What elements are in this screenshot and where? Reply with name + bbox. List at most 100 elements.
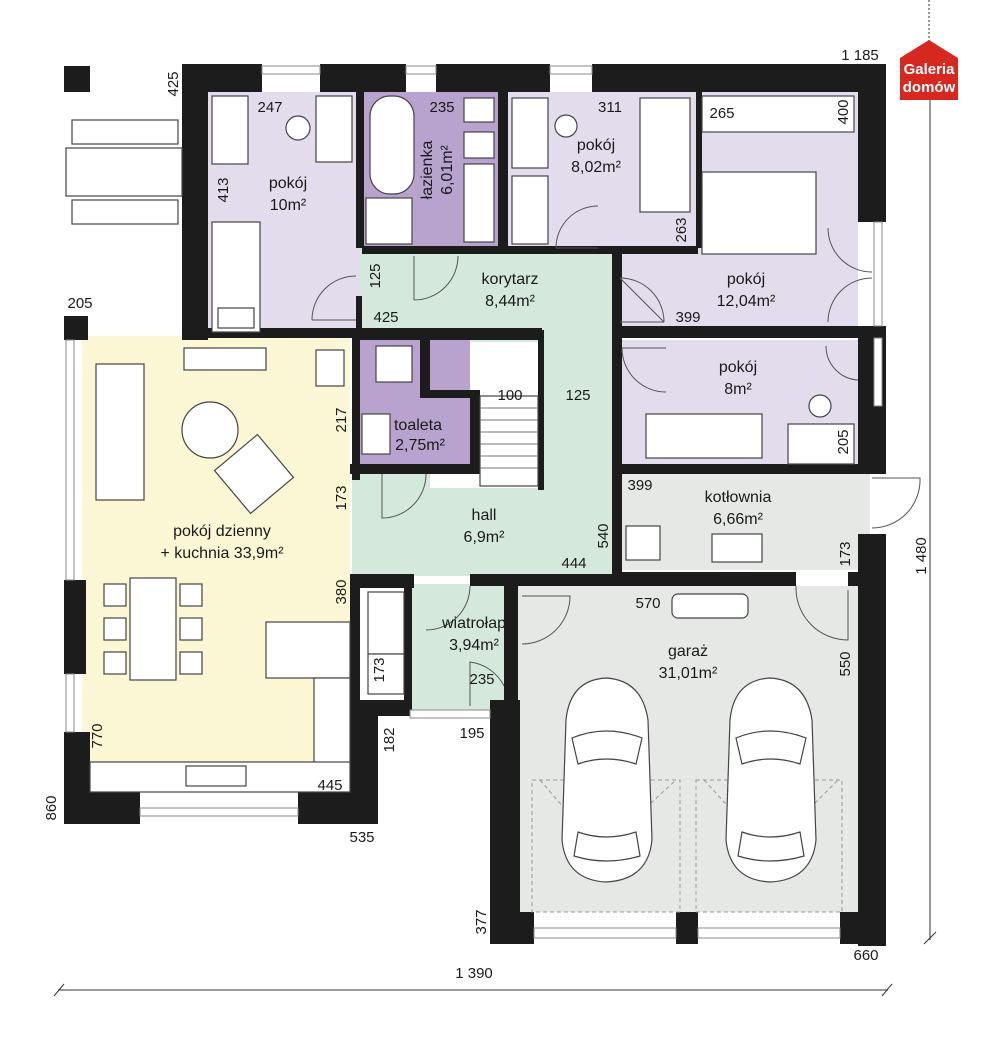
bed-bed1-pillow <box>217 307 255 329</box>
dim-217: 217 <box>333 407 350 432</box>
wall-top-2 <box>320 64 406 92</box>
wall-corr-right <box>612 248 622 332</box>
label-hall-area: 6,9m² <box>464 529 506 546</box>
window-top-3 <box>549 65 593 75</box>
terrace-bench-top <box>71 119 179 145</box>
car-2 <box>725 677 817 883</box>
label-garaz-area: 31,01m² <box>659 665 718 682</box>
wall-right-upper <box>858 64 886 222</box>
sink-toilet <box>361 413 391 455</box>
dim-399-boiler: 399 <box>627 477 652 494</box>
dining-chair-2 <box>103 617 127 641</box>
door-toilet <box>381 473 427 519</box>
wall-stair-right <box>538 330 544 490</box>
car-2-rear <box>737 831 805 862</box>
label-pokoj-2-name: pokój <box>577 137 615 154</box>
window-right-1 <box>873 221 883 327</box>
dining-chair-5 <box>179 617 203 641</box>
dim-540: 540 <box>595 523 612 548</box>
label-lazienka-area: 6,01m² <box>439 144 456 194</box>
armchair <box>213 433 295 515</box>
kitchen-sink <box>185 765 247 787</box>
dim-235-top: 235 <box>429 99 454 116</box>
dim-400: 400 <box>835 99 852 124</box>
label-wiatrolap-area: 3,94m² <box>449 637 499 654</box>
dining-chair-6 <box>179 651 203 675</box>
tv-unit <box>183 347 267 371</box>
fireplace <box>315 349 345 387</box>
wall-top-3 <box>436 64 550 92</box>
wc-toilet <box>375 345 413 383</box>
car-1 <box>561 677 653 883</box>
walls <box>64 64 886 946</box>
galeria-domow-logo: Galeria domów <box>900 0 958 100</box>
label-toaleta-name: toaleta <box>394 417 442 434</box>
dim-425-corr: 425 <box>373 309 398 326</box>
window-left-2 <box>65 673 75 733</box>
bed-bed3 <box>701 171 817 255</box>
wall-kitchen-right <box>350 700 378 824</box>
dim-173-boiler: 173 <box>837 541 854 566</box>
dim-425-top: 425 <box>165 71 182 96</box>
wall-vest-top <box>350 574 414 588</box>
wall-garage-left <box>490 700 520 944</box>
wall-living-top <box>182 328 360 338</box>
label-pokoj-4-area: 8m² <box>724 381 752 398</box>
wall-vest-left <box>350 574 360 806</box>
dim-247: 247 <box>257 99 282 116</box>
label-pokoj-1-area: 10m² <box>270 197 307 214</box>
wall-bed2-bottom <box>508 246 698 254</box>
label-toaleta-area: 2,75m² <box>395 437 445 454</box>
wall-vest-right <box>504 584 518 714</box>
dim-550: 550 <box>837 651 854 676</box>
desk-bed4 <box>787 423 855 465</box>
wall-stairs-step <box>420 390 480 398</box>
dim-1480: 1 480 <box>913 537 930 575</box>
wall-corridor-left <box>352 330 360 480</box>
door-garage-hall <box>521 595 571 645</box>
chair-bed2 <box>554 114 578 138</box>
terrace-bench-bottom <box>71 199 179 225</box>
dining-chair-1 <box>103 583 127 607</box>
dim-380: 380 <box>333 579 350 604</box>
label-korytarz-area: 8,44m² <box>485 293 535 310</box>
dim-660: 660 <box>853 947 878 964</box>
car-2-windshield <box>735 730 807 765</box>
wall-toilet-right <box>470 390 480 472</box>
garage-door <box>533 927 677 939</box>
wall-bed3-bottom <box>612 326 886 338</box>
label-kotlownia-area: 6,66m² <box>713 511 763 528</box>
wall-vest-inner <box>404 584 412 714</box>
shower <box>365 197 413 245</box>
dim-173-hall: 173 <box>333 485 350 510</box>
stairs <box>479 395 539 487</box>
dim-444: 444 <box>561 555 586 572</box>
dim-413: 413 <box>215 177 232 202</box>
terrace-table <box>65 147 183 197</box>
wall-bed1-right-lower <box>356 296 362 336</box>
door-right-1 <box>827 227 873 323</box>
car-1-body <box>561 677 653 883</box>
label-pokoj-3-name: pokój <box>727 271 765 288</box>
wall-top-5 <box>702 64 886 92</box>
wall-bed1-bath <box>356 92 364 248</box>
boiler <box>625 525 661 561</box>
door-bed3-arc <box>619 277 665 323</box>
dim-100: 100 <box>497 387 522 404</box>
garage-door-2 <box>697 927 841 939</box>
door-bed1 <box>311 275 357 321</box>
bathtub <box>369 95 415 195</box>
door-garage-boiler <box>795 586 849 641</box>
dim-860: 860 <box>43 795 60 820</box>
dim-263: 263 <box>673 217 690 242</box>
dim-235-vest: 235 <box>469 671 494 688</box>
dimension-lines <box>53 70 937 997</box>
window-top-2 <box>405 65 437 75</box>
doors <box>311 205 921 706</box>
door-boiler-ext <box>871 477 921 529</box>
dining-chair-4 <box>179 583 203 607</box>
wall-boiler-bottom <box>612 572 796 586</box>
wall-garage-bottom-r <box>840 912 886 944</box>
door-bed3 <box>619 277 665 323</box>
window-top-1 <box>261 65 321 75</box>
